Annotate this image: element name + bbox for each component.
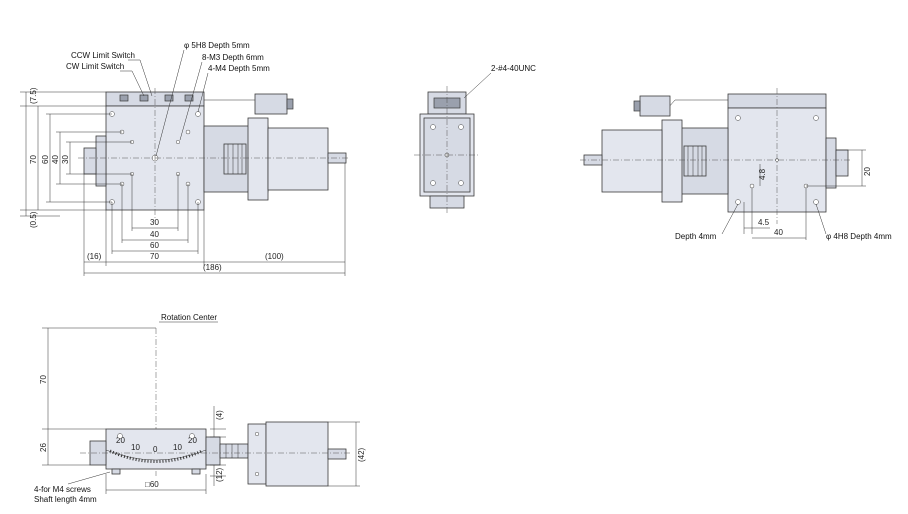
side-motor-shaft xyxy=(327,448,347,460)
switch-block xyxy=(184,94,194,102)
callout-rotation-center: Rotation Center xyxy=(161,313,217,322)
dim-4-side: (4) xyxy=(215,410,224,420)
scale-label-far-left: 20 xyxy=(116,436,125,445)
side-hole xyxy=(117,433,123,439)
dim-16: (16) xyxy=(87,252,102,261)
dim-26: 26 xyxy=(39,443,48,452)
bottom-hole xyxy=(813,199,819,205)
bottom-motor-body xyxy=(601,129,663,193)
side-motor-body xyxy=(265,421,329,487)
dim-60-vertical: 60 xyxy=(41,155,50,164)
coupling xyxy=(223,143,247,175)
bottom-hole xyxy=(735,199,741,205)
m3-hole xyxy=(175,139,181,145)
m3-hole xyxy=(185,129,191,135)
dim-100: (100) xyxy=(265,252,284,261)
dim-4-8: 4.8 xyxy=(758,168,767,180)
side-hole xyxy=(189,433,195,439)
end-hole xyxy=(430,180,436,186)
motor-flange xyxy=(247,117,269,201)
dim-20: 20 xyxy=(863,167,872,176)
dim-12: (12) xyxy=(215,467,224,482)
dim-42: (42) xyxy=(357,447,366,462)
flange-hole xyxy=(254,431,260,437)
flange-hole xyxy=(254,471,260,477)
scale-label-far-right: 20 xyxy=(188,436,197,445)
side-coupling xyxy=(219,443,249,459)
bottom-connector xyxy=(639,95,671,117)
m4-hole xyxy=(195,111,201,117)
dim-square-60: □60 xyxy=(145,480,159,489)
connector-plug xyxy=(286,98,294,110)
dim-0-5: (0.5) xyxy=(29,211,38,228)
dim-40-horizontal: 40 xyxy=(150,230,159,239)
dim-70-horizontal: 70 xyxy=(150,252,159,261)
bottom-side-knob xyxy=(835,149,849,177)
side-view: Rotation Center 10 0 10 20 20 70 xyxy=(34,313,366,504)
bottom-hole xyxy=(813,115,819,121)
dim-60-horizontal: 60 xyxy=(150,241,159,250)
callout-shaft-length: Shaft length 4mm xyxy=(34,495,97,504)
foot xyxy=(191,468,201,475)
bottom-side-guide xyxy=(825,137,837,189)
side-guide xyxy=(205,436,221,466)
switch-block xyxy=(164,94,174,102)
cw-switch xyxy=(139,94,149,102)
dim-7-5: (7.5) xyxy=(29,87,38,104)
end-view: 2-#4-40UNC xyxy=(414,64,536,214)
scale-label-center: 0 xyxy=(153,445,158,454)
side-knob xyxy=(83,147,97,175)
bottom-motor-flange xyxy=(661,119,683,203)
dim-4-5: 4.5 xyxy=(758,218,770,227)
foot xyxy=(111,468,121,475)
scale-label-right: 10 xyxy=(173,443,182,452)
bottom-view: 20 4.8 4.5 40 Depth 4mm φ 4H8 Depth 4mm xyxy=(580,88,892,241)
dim-40-vertical: 40 xyxy=(51,155,60,164)
h8-hole xyxy=(749,183,755,189)
callout-pin-hole: φ 5H8 Depth 5mm xyxy=(184,41,250,50)
callout-depth-4mm: Depth 4mm xyxy=(675,232,717,241)
bottom-coupling xyxy=(683,145,707,177)
end-hole xyxy=(430,124,436,130)
callout-m3-holes: 8-M3 Depth 6mm xyxy=(202,53,264,62)
dim-70-vertical: 70 xyxy=(29,155,38,164)
dim-70-side: 70 xyxy=(39,375,48,384)
scale-label-left: 10 xyxy=(131,443,140,452)
callout-ccw-limit: CCW Limit Switch xyxy=(71,51,135,60)
callout-m4-screws: 4-for M4 screws xyxy=(34,485,91,494)
callout-unc: 2-#4-40UNC xyxy=(491,64,536,73)
side-guide xyxy=(95,135,107,187)
end-hole xyxy=(458,124,464,130)
dim-40-right: 40 xyxy=(774,228,783,237)
end-hole xyxy=(458,180,464,186)
ccw-switch xyxy=(119,94,129,102)
dim-186: (186) xyxy=(203,263,222,272)
dim-30-vertical: 30 xyxy=(61,155,70,164)
callout-m4-holes: 4-M4 Depth 5mm xyxy=(208,64,270,73)
bottom-connector-plug xyxy=(633,100,641,112)
top-view: (7.5) 70 60 40 30 (0.5) 30 40 60 (16) 70… xyxy=(20,41,350,276)
bottom-hole xyxy=(735,115,741,121)
motor-body xyxy=(267,127,329,191)
dim-30-horizontal: 30 xyxy=(150,218,159,227)
connector xyxy=(254,93,288,115)
callout-h8-holes: φ 4H8 Depth 4mm xyxy=(826,232,892,241)
callout-cw-limit: CW Limit Switch xyxy=(66,62,124,71)
